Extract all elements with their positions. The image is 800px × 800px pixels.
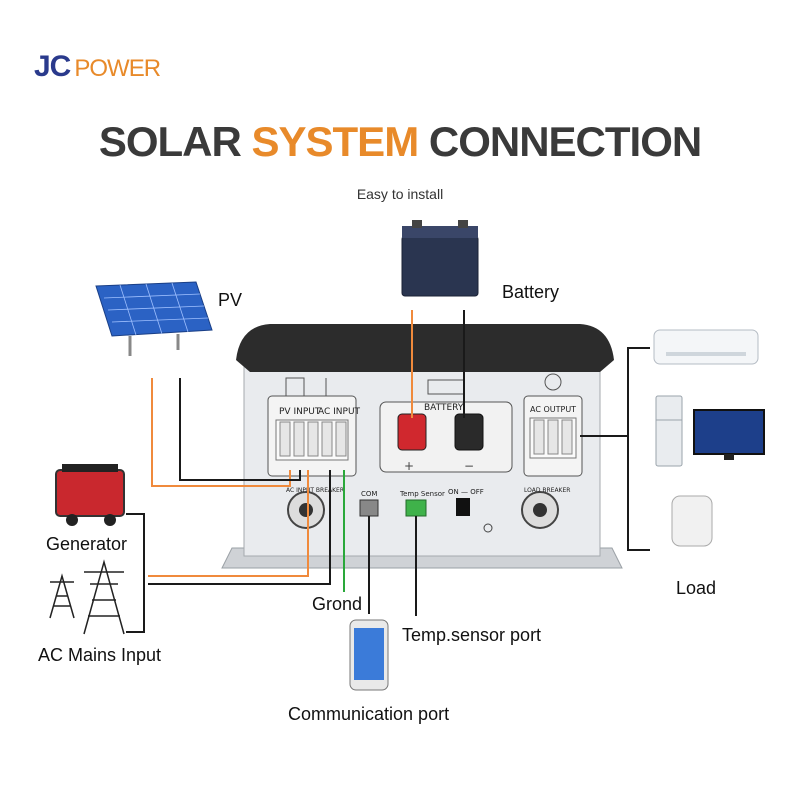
- page-title: SOLAR SYSTEM CONNECTION: [0, 118, 800, 166]
- panel-battery-label: BATTERY: [424, 403, 464, 413]
- communication-label: Communication port: [288, 704, 450, 724]
- panel-on-off-label: ON — OFF: [448, 488, 484, 496]
- panel-ac-output-label: AC OUTPUT: [530, 405, 576, 414]
- ac-input-neutral-wire: [148, 470, 331, 585]
- page-subtitle: Easy to install: [356, 186, 444, 202]
- load-label: Load: [676, 578, 717, 598]
- panel-ac-input-label: AC INPUT: [318, 407, 361, 417]
- generator-bracket-wire: [126, 513, 145, 633]
- solar-panel-icon: [95, 281, 213, 356]
- refrigerator-icon: [655, 395, 683, 467]
- com-port: [359, 499, 379, 517]
- logo-power: POWER: [74, 55, 161, 82]
- panel-temp-sensor-label: Temp Sensor: [399, 490, 445, 498]
- generator-label: Generator: [46, 534, 128, 554]
- ground-label: Grond: [312, 594, 363, 614]
- battery-icon: [401, 220, 479, 297]
- phone-icon: [349, 619, 389, 691]
- load-bus-wire: [627, 347, 650, 551]
- svg-text:+: +: [404, 459, 414, 473]
- title-part-system: SYSTEM: [251, 118, 419, 165]
- title-part-solar: SOLAR: [98, 118, 252, 165]
- panel-load-breaker-label: LOAD BREAKER: [524, 487, 570, 494]
- pv-label: PV: [218, 290, 243, 310]
- power-switch: [456, 498, 470, 516]
- temp-sensor-label: Temp.sensor port: [402, 625, 542, 645]
- pv-positive-wire: [151, 378, 291, 487]
- logo-jc: JC: [34, 50, 71, 83]
- pv-negative-wire: [179, 378, 301, 481]
- panel-pv-input-label: PV INPUT: [279, 407, 321, 417]
- pv-ac-input-terminal: [267, 377, 357, 477]
- tv-icon: [693, 409, 765, 460]
- ac-input-live-wire: [148, 470, 309, 577]
- panel-com-label: COM: [361, 490, 377, 498]
- svg-text:−: −: [464, 459, 474, 473]
- kettle-icon: [671, 495, 713, 547]
- inverter-unit: + −: [221, 324, 623, 569]
- battery-terminal: + −: [379, 379, 513, 473]
- temp-sensor-port: [405, 499, 427, 517]
- title-part-connection: CONNECTION: [418, 118, 702, 165]
- wiring: [126, 310, 650, 633]
- ac-output-terminal: [523, 373, 583, 477]
- panel-ac-input-breaker-label: AC INPUT BREAKER: [286, 487, 344, 494]
- air-conditioner-icon: [653, 329, 759, 365]
- transmission-tower-icon: [49, 559, 125, 635]
- battery-label: Battery: [502, 282, 560, 302]
- generator-icon: [55, 464, 125, 526]
- ac-mains-label: AC Mains Input: [38, 645, 162, 665]
